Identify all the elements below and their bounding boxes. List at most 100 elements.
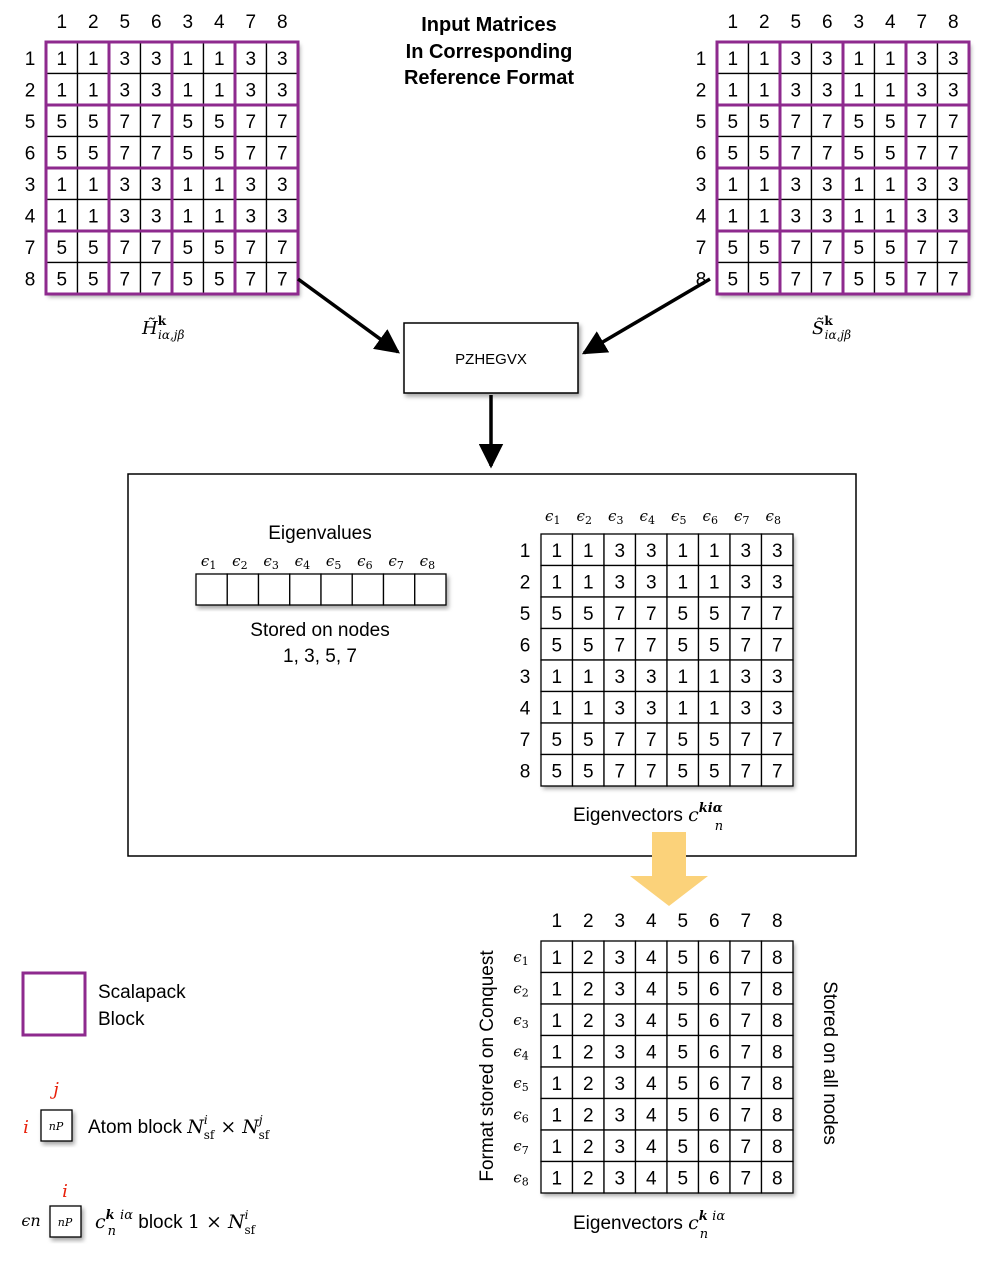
matrix-cell-value: 7 <box>277 112 288 133</box>
column-index-label: 3 <box>853 12 864 33</box>
matrix-cell <box>779 41 813 75</box>
matrix-cell-value: 1 <box>727 175 738 196</box>
matrix-cell-value: 3 <box>151 206 162 227</box>
matrix-cell-value: 2 <box>583 1042 594 1063</box>
matrix-cell <box>634 1097 668 1131</box>
matrix-cell-value: 5 <box>677 604 688 625</box>
matrix-cell <box>76 104 110 138</box>
matrix-cell-value: 5 <box>853 112 864 133</box>
row-index-label: 5 <box>520 604 531 625</box>
matrix-cell <box>760 1003 794 1037</box>
matrix-cell-value: 7 <box>772 604 783 625</box>
matrix-cell <box>202 230 236 264</box>
matrix-cell-value: 5 <box>583 730 594 751</box>
matrix-cell-value: 3 <box>822 49 833 70</box>
matrix-cell <box>747 72 781 106</box>
eigenvalues-stored-line-1: Stored on nodes <box>250 620 389 641</box>
matrix-cell <box>603 1097 637 1131</box>
matrix-cell-value: 5 <box>885 269 896 290</box>
legend-scalapack-line-2: Block <box>98 1009 145 1030</box>
matrix-cell-value: 1 <box>551 1137 562 1158</box>
eigenvalue-symbol: ϵ4 <box>295 552 310 572</box>
matrix-cell <box>634 627 668 661</box>
matrix-cell-value: 3 <box>277 49 288 70</box>
matrix-cell-value: 5 <box>677 761 688 782</box>
matrix-cell <box>139 261 173 295</box>
row-index-label: 1 <box>520 541 531 562</box>
matrix-h-label-sub: iα,jβ <box>158 328 184 342</box>
column-epsilon-label: ϵ4 <box>640 507 655 527</box>
matrix-cell <box>265 230 299 264</box>
matrix-cell-value: 1 <box>182 49 193 70</box>
matrix-cell <box>603 533 637 567</box>
matrix-cell-value: 1 <box>56 49 67 70</box>
column-epsilon-label: ϵ5 <box>671 507 686 527</box>
matrix-cell-value: 3 <box>614 572 625 593</box>
matrix-cell-value: 7 <box>740 761 751 782</box>
matrix-cell <box>634 596 668 630</box>
matrix-cell <box>76 261 110 295</box>
matrix-cell-value: 7 <box>790 112 801 133</box>
matrix-cell-value: 3 <box>822 175 833 196</box>
matrix-cell-value: 6 <box>709 1137 720 1158</box>
matrix-cell-value: 3 <box>916 80 927 101</box>
matrix-h-label-base: H̃ <box>141 317 158 339</box>
matrix-cell <box>265 261 299 295</box>
column-index-label: 1 <box>56 12 67 33</box>
eigenvalue-cell <box>195 573 228 606</box>
matrix-cell-value: 6 <box>709 1074 720 1095</box>
eigenvectors-label-sup: kiα <box>699 801 723 816</box>
matrix-cell-value: 1 <box>551 1168 562 1189</box>
matrix-cell-value: 5 <box>759 143 770 164</box>
matrix-cell-value: 3 <box>151 80 162 101</box>
matrix-cell-value: 6 <box>709 1042 720 1063</box>
row-index-label: 2 <box>696 80 707 101</box>
column-index-label: 5 <box>790 12 801 33</box>
conquest-bottom-sub: n <box>700 1227 708 1242</box>
matrix-cell <box>634 1129 668 1163</box>
matrix-cell-value: 8 <box>772 979 783 1000</box>
svg-text:S̃kiα,jβ: S̃kiα,jβ <box>812 314 851 342</box>
conquest-left-label: Format stored on Conquest <box>477 950 498 1182</box>
matrix-cell-value: 7 <box>916 238 927 259</box>
legend-atom-N1: N <box>186 1116 205 1138</box>
eigenvalue-symbol: ϵ7 <box>388 552 403 572</box>
matrix-cell-value: 3 <box>646 572 657 593</box>
column-index-label: 1 <box>727 12 738 33</box>
matrix-cell-value: 6 <box>709 979 720 1000</box>
matrix-cell <box>603 1034 637 1068</box>
eigenvalue-cell <box>382 573 416 606</box>
matrix-cell-value: 3 <box>790 49 801 70</box>
legend-coef-text: block <box>133 1212 188 1233</box>
row-index-label: 4 <box>520 698 531 719</box>
column-index-label: 7 <box>740 911 751 932</box>
row-epsilon-label: ϵ8 <box>513 1168 528 1188</box>
matrix-cell-value: 3 <box>740 541 751 562</box>
matrix-cell-value: 2 <box>583 1105 594 1126</box>
matrix-cell-value: 7 <box>740 604 751 625</box>
svg-text:H̃kiα,jβ: H̃kiα,jβ <box>141 314 185 342</box>
matrix-cell-value: 3 <box>646 698 657 719</box>
conquest-bottom-text: Eigenvectors <box>573 1213 688 1234</box>
matrix-cell-value: 5 <box>88 143 99 164</box>
legend-coef-one: 1 × <box>188 1211 222 1233</box>
scalapack-block <box>904 229 971 296</box>
matrix-cell-value: 5 <box>583 761 594 782</box>
legend-coef-sup-k: k <box>106 1208 115 1223</box>
matrix-cell-value: 1 <box>583 698 594 719</box>
matrix-cell-value: 7 <box>151 112 162 133</box>
title-line-3: Reference Format <box>404 67 574 89</box>
matrix-cell-value: 7 <box>646 635 657 656</box>
matrix-cell-value: 1 <box>677 667 688 688</box>
matrix-cell <box>760 1097 794 1131</box>
matrix-cell <box>760 753 794 787</box>
eigenvalue-cell <box>289 573 322 606</box>
matrix-cell-value: 1 <box>551 1042 562 1063</box>
matrix-cell <box>873 167 907 201</box>
legend-atom-sub-1: sf <box>204 1128 216 1142</box>
matrix-cell-value: 4 <box>646 1105 657 1126</box>
matrix-cell-value: 7 <box>822 269 833 290</box>
